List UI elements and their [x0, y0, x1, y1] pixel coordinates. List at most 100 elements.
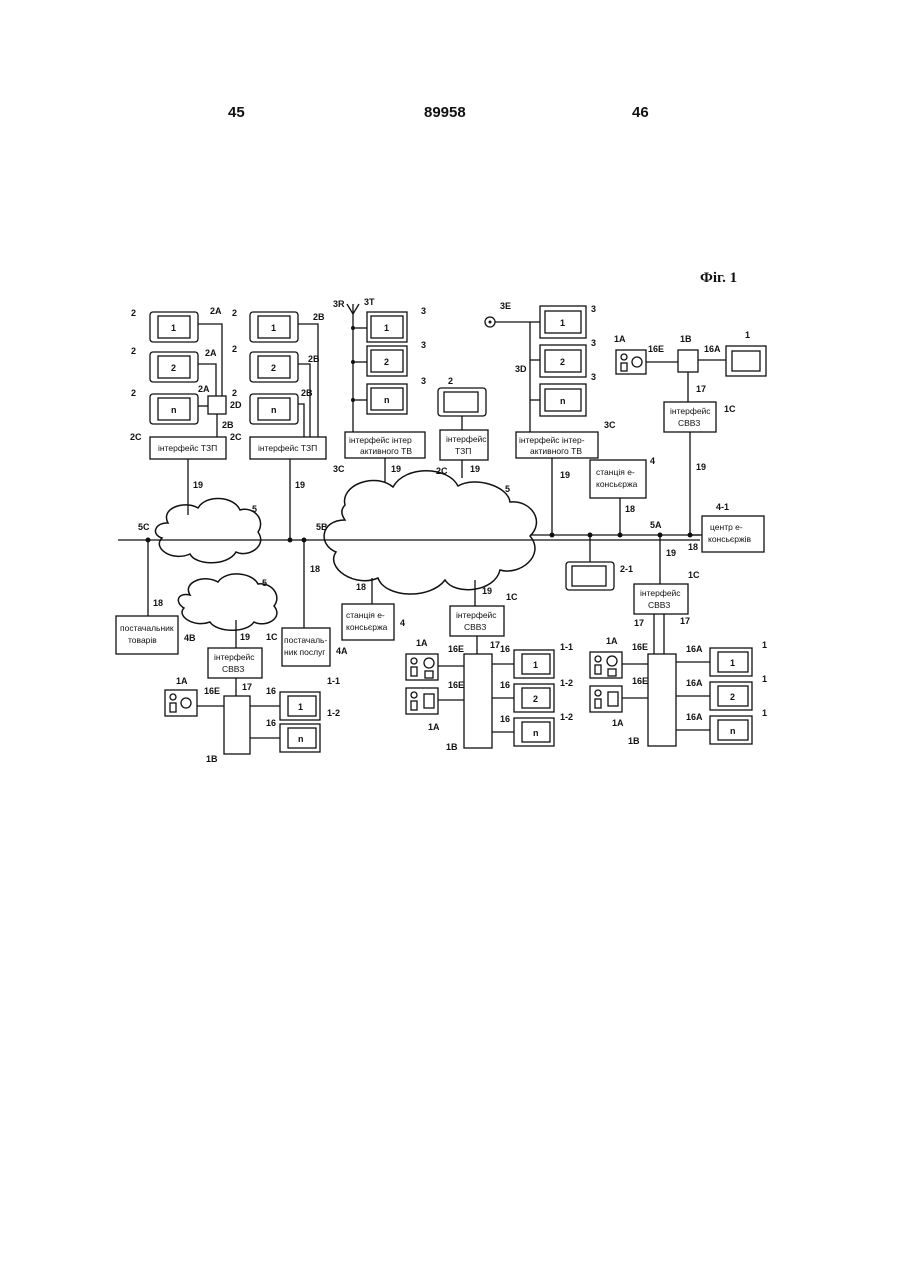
label-1-2: 1-2	[560, 712, 573, 722]
label-19: 19	[560, 470, 570, 480]
label-18: 18	[356, 582, 366, 592]
speaker-icon	[181, 698, 191, 708]
tv-number: 2	[271, 363, 276, 373]
label-17: 17	[680, 616, 690, 626]
concierge-station-line1: станція е-	[596, 467, 635, 477]
label-18-bus: 18	[688, 542, 698, 552]
handset-icon	[424, 694, 434, 708]
label-18: 18	[310, 564, 320, 574]
label-5B: 5B	[316, 522, 328, 532]
tv-number: n	[384, 395, 390, 405]
label-19: 19	[696, 462, 706, 472]
hub-1B	[464, 654, 492, 748]
tzp-interface-line2: ТЗП	[455, 446, 471, 456]
label-16E: 16E	[448, 644, 464, 654]
label-3T: 3T	[364, 297, 375, 307]
tv-number: 1	[560, 318, 565, 328]
terminal-screen	[732, 351, 760, 371]
label-1C: 1C	[506, 592, 518, 602]
label-19: 19	[240, 632, 250, 642]
terminal-number: n	[298, 734, 304, 744]
label-1: 1	[762, 708, 767, 718]
terminal-number: 1	[533, 660, 538, 670]
camera-icon	[411, 692, 417, 698]
svvz-interface-line1: інтерфейс	[640, 588, 681, 598]
label-2A: 2A	[210, 306, 222, 316]
label-16A: 16A	[686, 678, 703, 688]
label-4: 4	[400, 618, 405, 628]
keypad-icon	[411, 701, 417, 710]
svvz-interface-line1: інтерфейс	[456, 610, 497, 620]
label-2-1: 2-1	[620, 564, 633, 574]
goods-supplier-line1: постачальник	[120, 623, 174, 633]
label-5-lower: 5	[262, 578, 267, 588]
label-17: 17	[490, 640, 500, 650]
label-2B: 2B	[308, 354, 320, 364]
tv-set-group-a: 1 2 n інтерфейс ТЗП 2 2 2 2A 2A 2A 2D 2B…	[130, 306, 242, 515]
tv-number: 1	[271, 323, 276, 333]
label-2A: 2A	[198, 384, 210, 394]
label-2A: 2A	[205, 348, 217, 358]
tv-number: n	[271, 405, 277, 415]
tv-screen	[444, 392, 478, 412]
tzp-interface-label: інтерфейс ТЗП	[158, 443, 217, 453]
label-18: 18	[625, 504, 635, 514]
speaker-icon	[424, 658, 434, 668]
label-1: 1	[762, 674, 767, 684]
label-1A: 1A	[176, 676, 188, 686]
button-icon	[608, 669, 616, 676]
single-tv-group: інтерфейс ТЗП 2 2C 19	[436, 376, 488, 478]
link-2B	[298, 404, 304, 437]
svvz-interface-line2: СВВЗ	[648, 600, 670, 610]
terminal-number: n	[730, 726, 736, 736]
label-5-main: 5	[505, 484, 510, 494]
label-16E: 16E	[204, 686, 220, 696]
label-2B: 2B	[301, 388, 313, 398]
network-cloud-left	[155, 498, 260, 562]
concierge-station-lower-line2: консьєржа	[346, 622, 388, 632]
label-2: 2	[131, 388, 136, 398]
label-4: 4	[650, 456, 655, 466]
label-3: 3	[421, 376, 426, 386]
goods-supplier-line2: товарів	[128, 635, 157, 645]
svvz-interface-line1: інтерфейс	[214, 652, 255, 662]
speaker-icon	[632, 357, 642, 367]
service-supplier-line1: постачаль-	[284, 635, 327, 645]
label-1B: 1B	[628, 736, 640, 746]
label-1B: 1B	[446, 742, 458, 752]
label-5A: 5A	[650, 520, 662, 530]
tv-number: 2	[384, 357, 389, 367]
label-4A: 4A	[336, 646, 348, 656]
tv-number: n	[171, 405, 177, 415]
label-3: 3	[591, 372, 596, 382]
speaker-icon	[607, 656, 617, 666]
concierge-center-line1: центр е-	[710, 522, 743, 532]
label-16: 16	[500, 680, 510, 690]
label-2C: 2C	[230, 432, 242, 442]
keypad-icon	[595, 699, 601, 708]
label-16E: 16E	[632, 642, 648, 652]
tzp-interface-label: інтерфейс ТЗП	[258, 443, 317, 453]
camera-icon	[595, 656, 601, 662]
label-4-1: 4-1	[716, 502, 729, 512]
node	[351, 326, 355, 330]
label-19: 19	[391, 464, 401, 474]
label-17: 17	[634, 618, 644, 628]
label-1A: 1A	[612, 718, 624, 728]
label-17: 17	[242, 682, 252, 692]
label-2: 2	[131, 308, 136, 318]
terminal-number: 2	[533, 694, 538, 704]
label-1-1: 1-1	[327, 676, 340, 686]
camera-icon	[411, 658, 417, 664]
hub-1B	[224, 696, 250, 754]
label-5C: 5C	[138, 522, 150, 532]
label-1B: 1B	[680, 334, 692, 344]
label-16A: 16A	[686, 712, 703, 722]
tv-number: 2	[560, 357, 565, 367]
keypad-icon	[621, 363, 627, 371]
itv-interface-line2: активного ТВ	[360, 446, 412, 456]
svvz-interface-line1: інтерфейс	[670, 406, 711, 416]
label-1C: 1C	[724, 404, 736, 414]
label-2: 2	[232, 388, 237, 398]
